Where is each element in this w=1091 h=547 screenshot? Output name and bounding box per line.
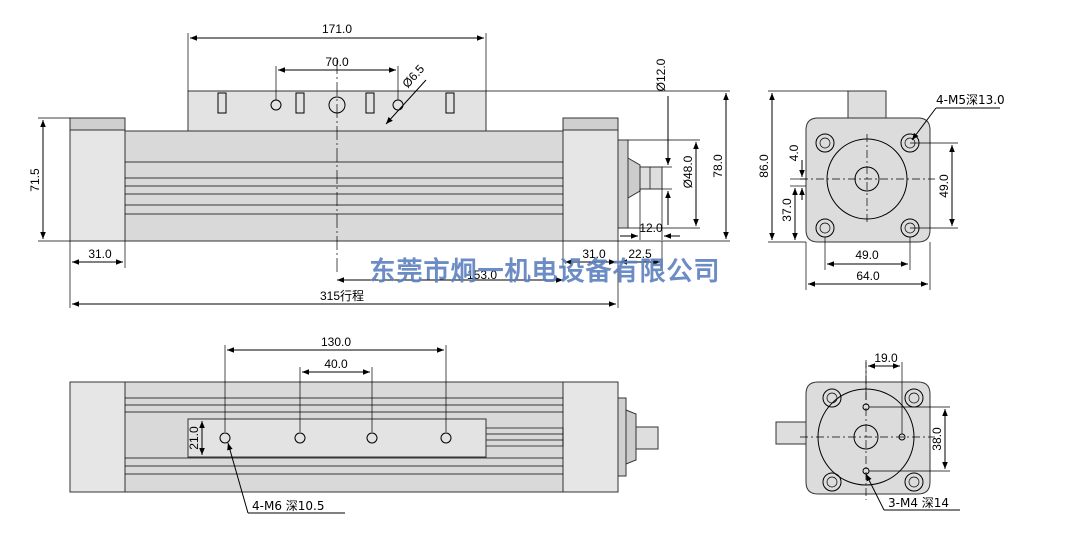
dim-side-pitch-v: 49.0 <box>937 174 951 198</box>
dim-31-left: 31.0 <box>88 247 112 261</box>
side-thread-label: 4-M5深13.0 <box>936 93 1005 107</box>
dim-40: 40.0 <box>324 357 348 371</box>
dim-side-height: 86.0 <box>757 154 771 178</box>
dim-hole-dia: Ø6.5 <box>399 62 427 91</box>
front-view: 171.0 70.0 Ø6.5 71.5 Ø12.0 Ø48.0 78.0 <box>28 22 730 308</box>
side-view: 86.0 37.0 4.0 49.0 49.0 64.0 4-M5深13.0 <box>757 90 1005 290</box>
end-corner-holes <box>822 388 924 492</box>
dim-total-length: 315行程 <box>320 288 364 303</box>
dim-78: 78.0 <box>711 154 725 178</box>
dim-boss-dia: Ø48.0 <box>681 155 695 188</box>
dim-70: 70.0 <box>325 55 349 69</box>
left-end-cap <box>69 117 126 242</box>
company-watermark: 东莞市炯一机电设备有限公司 <box>369 256 720 287</box>
side-carriage <box>847 90 887 120</box>
top-carriage <box>187 418 487 458</box>
dim-center-height: 37.0 <box>780 198 794 222</box>
dim-171: 171.0 <box>322 22 352 36</box>
dim-130: 130.0 <box>321 335 351 349</box>
dim-slot-width: 21.0 <box>187 426 201 450</box>
end-view: 19.0 38.0 3-M4 深14 <box>775 351 960 511</box>
top-view: 130.0 40.0 21.0 4-M6 深10.5 <box>69 335 659 514</box>
dim-31-right: 31.0 <box>582 247 606 261</box>
motor-shaft <box>639 166 663 190</box>
dim-end-pitch: 38.0 <box>930 427 944 451</box>
dim-22-5: 22.5 <box>628 247 652 261</box>
dim-shaft-dia: Ø12.0 <box>654 58 668 91</box>
end-thread-label: 3-M4 深14 <box>888 496 949 510</box>
top-carriage-holes <box>219 432 452 444</box>
dim-71-5: 71.5 <box>28 168 42 192</box>
dim-shaft-length: 12.0 <box>639 221 663 235</box>
end-body <box>805 381 931 495</box>
dim-stroke: 153.0 <box>467 268 497 282</box>
motor-flange <box>617 139 629 229</box>
right-end-cap <box>562 117 619 242</box>
dim-side-width: 64.0 <box>856 269 880 283</box>
top-thread-label: 4-M6 深10.5 <box>252 499 325 513</box>
dim-end-offset: 19.0 <box>874 351 898 365</box>
side-body <box>805 117 931 243</box>
dim-top-offset: 4.0 <box>787 144 801 161</box>
dim-side-pitch-h: 49.0 <box>855 248 879 262</box>
carriage-holes <box>217 92 455 114</box>
